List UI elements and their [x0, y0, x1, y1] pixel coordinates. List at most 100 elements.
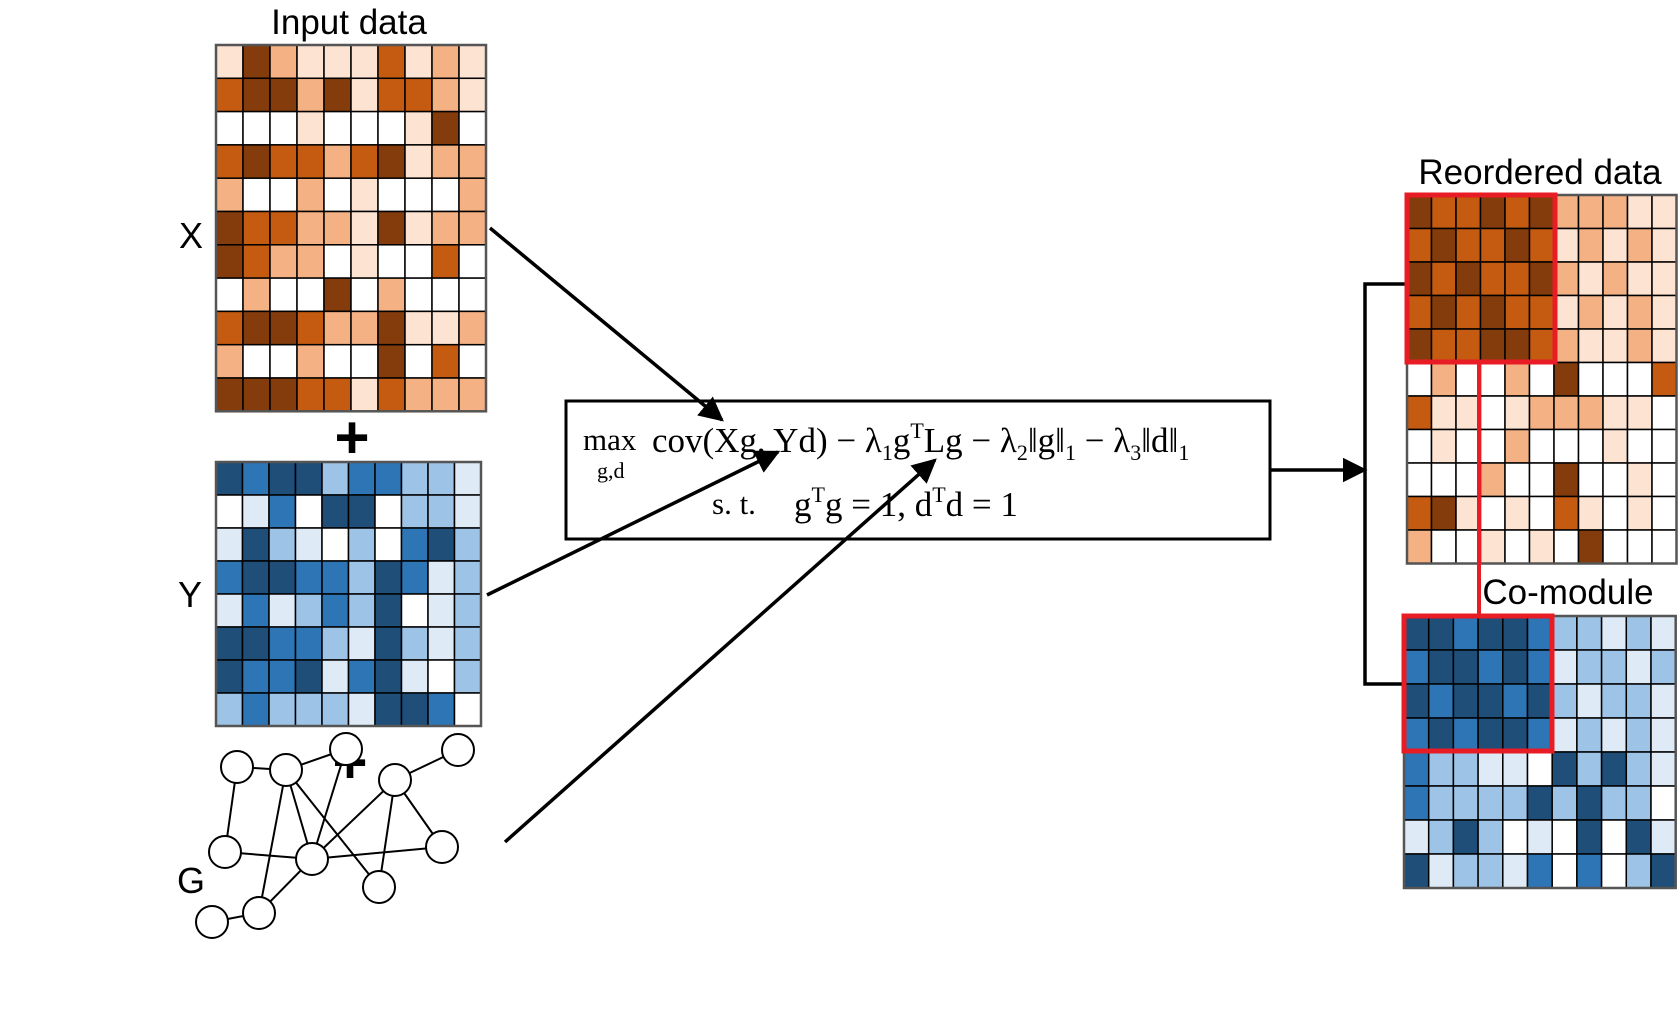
matrix-x-cell: [269, 77, 298, 113]
matrix-y-reordered-cell: [1477, 649, 1504, 685]
graph-node: [269, 753, 303, 787]
matrix-y-reordered-cell: [1403, 819, 1430, 855]
matrix-x-reordered-cell: [1455, 194, 1482, 230]
matrix-x-cell: [296, 177, 325, 213]
matrix-x-reordered-cell: [1553, 328, 1580, 364]
matrix-x-cell: [458, 244, 487, 279]
matrix-y-reordered-cell: [1600, 785, 1628, 821]
matrix-y-reordered-cell: [1452, 819, 1479, 855]
matrix-x-cell: [458, 144, 487, 179]
matrix-y-cell: [400, 494, 429, 529]
matrix-y-cell: [215, 593, 244, 628]
matrix-x-cell: [269, 377, 298, 413]
matrix-y-cell: [374, 593, 403, 628]
matrix-x-cell: [242, 377, 271, 413]
matrix-y-cell: [427, 461, 456, 496]
subject-to-label: s. t.: [712, 486, 756, 521]
matrix-x-reordered-cell: [1455, 462, 1482, 498]
matrix-x-cell: [242, 144, 271, 179]
matrix-y-cell: [215, 626, 244, 661]
matrix-x-reordered-cell: [1479, 261, 1506, 297]
matrix-y-cell: [268, 527, 297, 562]
matrix-y-reordered-cell: [1600, 717, 1628, 753]
matrix-y-reordered-cell: [1551, 683, 1578, 719]
graph-edge: [311, 846, 443, 860]
matrix-x-reordered-cell: [1528, 462, 1555, 498]
matrix-y-cell: [427, 659, 456, 694]
matrix-x-cell: [242, 77, 271, 113]
matrix-x-cell: [458, 277, 487, 313]
matrix-x-border: [214, 43, 488, 413]
matrix-y-reordered-cell: [1600, 649, 1628, 685]
matrix-y-cell: [241, 626, 270, 661]
matrix-y-cell: [427, 560, 456, 595]
matrix-y-reordered-cell: [1551, 785, 1578, 821]
matrix-x-reordered-cell: [1455, 395, 1482, 431]
matrix-x-cell: [215, 277, 244, 313]
matrix-y-reordered-cell: [1551, 649, 1578, 685]
matrix-x-reordered-cell: [1430, 361, 1457, 397]
matrix-y-reordered-cell: [1502, 717, 1529, 753]
matrix-x-reordered-cell: [1528, 261, 1555, 297]
matrix-y-reordered-cell: [1526, 853, 1553, 889]
matrix-x-reordered-cell: [1626, 227, 1653, 263]
matrix-y-cell: [347, 527, 376, 562]
matrix-y-cell: [427, 593, 456, 628]
matrix-x-cell: [323, 277, 352, 313]
matrix-x-reordered-cell: [1626, 495, 1653, 531]
matrix-x-reordered-cell: [1455, 294, 1482, 330]
matrix-x-reordered-cell: [1406, 428, 1433, 464]
matrix-x-reordered-cell: [1430, 294, 1457, 330]
matrix-x-reordered-cell: [1553, 462, 1580, 498]
matrix-y-cell: [400, 593, 429, 628]
matrix-y-cell: [294, 494, 323, 529]
matrix-x-reordered-cell: [1553, 261, 1580, 297]
matrix-x-reordered-cell: [1577, 194, 1604, 230]
matrix-x-reordered-cell: [1651, 361, 1678, 397]
matrix-x-cell: [242, 244, 271, 279]
matrix-y-reordered-cell: [1477, 751, 1504, 787]
matrix-x-reordered-cell: [1602, 395, 1629, 431]
matrix-x-reordered-cell: [1602, 294, 1629, 330]
matrix-y-cell: [453, 527, 482, 562]
matrix-y-reordered-cell: [1576, 717, 1603, 753]
matrix-y-reordered-cell: [1427, 785, 1455, 821]
matrix-y-reordered-cell: [1477, 717, 1504, 753]
matrix-x-reordered-cell: [1528, 395, 1555, 431]
matrix-y-cell: [241, 692, 270, 727]
matrix-y-reordered-cell: [1526, 751, 1553, 787]
matrix-y-reordered-cell: [1427, 615, 1455, 651]
matrix-x-cell: [269, 244, 298, 279]
matrix-x-cell: [242, 277, 271, 313]
matrix-y-cell: [215, 560, 244, 595]
arrow-x-to-formula: [488, 226, 724, 422]
matrix-x-reordered-cell: [1504, 529, 1531, 565]
arrow-y-to-formula: [486, 450, 781, 597]
matrix-x-reordered-cell: [1528, 227, 1555, 263]
matrix-y-reordered-cell: [1526, 683, 1553, 719]
plus-sign-1: +: [334, 404, 369, 471]
matrix-x-cell: [296, 44, 325, 80]
matrix-x-reordered-cell: [1602, 361, 1629, 397]
matrix-y-reordered-cell: [1427, 717, 1455, 753]
matrix-x-cell: [215, 377, 244, 413]
matrix-y-reordered-cell: [1477, 785, 1504, 821]
matrix-y-reordered-cell: [1650, 649, 1677, 685]
matrix-y-reordered-cell: [1650, 785, 1677, 821]
matrix-y-reordered-cell: [1576, 683, 1603, 719]
matrix-x-cell: [431, 310, 460, 346]
matrix-x-cell: [269, 144, 298, 179]
matrix-x-reordered-cell: [1455, 428, 1482, 464]
matrix-x-cell: [215, 210, 244, 246]
matrix-x-cell: [269, 310, 298, 346]
graph-node: [425, 830, 459, 864]
matrix-y-cell: [294, 626, 323, 661]
matrix-x-cell: [431, 110, 460, 146]
matrix-x-reordered-cell: [1406, 194, 1433, 230]
matrix-x-cell: [323, 310, 352, 346]
matrix-y-reordered-cell: [1650, 853, 1677, 889]
matrix-x-reordered-cell: [1430, 227, 1457, 263]
matrix-x-cell: [296, 343, 325, 379]
matrix-x-cell: [350, 110, 379, 146]
matrix-y-cell: [427, 494, 456, 529]
